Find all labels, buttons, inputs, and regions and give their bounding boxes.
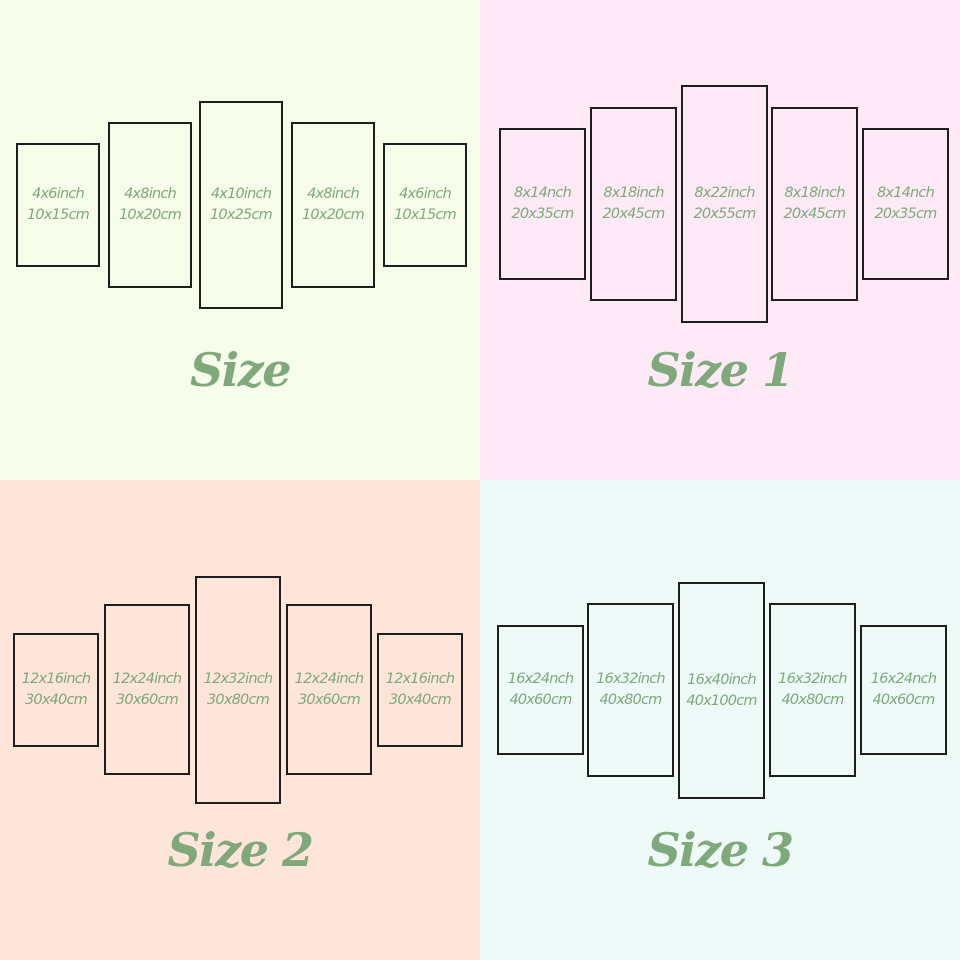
- panel-size-inch: 12x32inch: [203, 671, 273, 687]
- panel-size-inch: 8x14nch: [513, 185, 572, 201]
- canvas-panel: 8x22inch 20x55cm: [681, 85, 768, 323]
- canvas-panel: 12x24inch 30x60cm: [286, 604, 372, 775]
- canvas-panel: 12x16inch 30x40cm: [13, 633, 99, 747]
- panel-size-inch: 16x24nch: [870, 671, 937, 687]
- panel-dimensions: 16x40inch 40x100cm: [686, 670, 757, 712]
- panel-size-cm: 40x60cm: [509, 692, 573, 708]
- size-option-title: Size 1: [647, 343, 794, 397]
- canvas-panel: 4x8inch 10x20cm: [291, 122, 375, 288]
- panel-size-inch: 4x8inch: [307, 186, 360, 202]
- panel-size-cm: 40x80cm: [599, 692, 663, 708]
- canvas-panel: 4x6inch 10x15cm: [16, 143, 100, 267]
- panel-size-inch: 4x6inch: [399, 186, 452, 202]
- panel-size-cm: 10x20cm: [119, 207, 182, 223]
- panel-size-cm: 40x100cm: [686, 692, 757, 709]
- panel-dimensions: 8x14nch 20x35cm: [511, 183, 575, 225]
- panel-size-inch: 16x40inch: [687, 671, 756, 688]
- panel-size-cm: 10x25cm: [210, 207, 273, 223]
- canvas-panel: 8x18inch 20x45cm: [590, 107, 677, 301]
- panel-dimensions: 4x6inch 10x15cm: [27, 184, 90, 226]
- panel-dimensions: 12x16inch 30x40cm: [22, 669, 91, 711]
- panel-dimensions: 12x32inch 30x80cm: [204, 669, 273, 711]
- canvas-panel: 4x10inch 10x25cm: [199, 101, 283, 309]
- size-option-card[interactable]: 12x16inch 30x40cm 12x24inch 30x60cm 12x3…: [0, 480, 480, 960]
- panel-size-cm: 30x40cm: [25, 692, 88, 708]
- panel-size-inch: 16x32inch: [596, 671, 665, 687]
- canvas-panel: 16x24nch 40x60cm: [497, 625, 584, 755]
- panel-size-inch: 12x24inch: [112, 670, 182, 687]
- panel-dimensions: 4x10inch 10x25cm: [210, 184, 273, 226]
- canvas-panel: 8x14nch 20x35cm: [862, 128, 949, 280]
- canvas-panel: 8x18inch 20x45cm: [771, 107, 858, 301]
- panel-size-cm: 20x35cm: [511, 206, 575, 222]
- panel-size-cm: 40x60cm: [872, 692, 936, 708]
- panel-size-cm: 20x35cm: [874, 206, 938, 222]
- panel-size-inch: 4x6inch: [32, 186, 85, 202]
- canvas-panel: 4x8inch 10x20cm: [108, 122, 192, 288]
- panel-dimensions: 16x24nch 40x60cm: [507, 669, 574, 711]
- panel-size-cm: 40x80cm: [781, 692, 845, 708]
- panel-size-inch: 8x14nch: [876, 185, 935, 201]
- size-option-card[interactable]: 16x24nch 40x60cm 16x32inch 40x80cm 16x40…: [480, 480, 960, 960]
- canvas-panel: 16x32inch 40x80cm: [769, 603, 856, 777]
- panel-dimensions: 12x16inch 30x40cm: [386, 669, 455, 711]
- panel-size-inch: 12x24inch: [294, 670, 364, 687]
- canvas-panel: 16x32inch 40x80cm: [587, 603, 674, 777]
- canvas-panel: 12x32inch 30x80cm: [195, 576, 281, 804]
- panel-size-inch: 8x22inch: [694, 185, 755, 201]
- panel-dimensions: 8x14nch 20x35cm: [874, 183, 938, 225]
- panel-size-inch: 16x24nch: [507, 671, 574, 687]
- panel-size-cm: 30x80cm: [207, 692, 270, 708]
- panel-dimensions: 8x18inch 20x45cm: [602, 183, 666, 225]
- panel-dimensions: 12x24inch 30x60cm: [113, 669, 182, 711]
- panel-dimensions: 4x8inch 10x20cm: [119, 184, 182, 226]
- panel-dimensions: 8x22inch 20x55cm: [693, 183, 757, 225]
- panel-dimensions: 16x32inch 40x80cm: [596, 669, 665, 711]
- panel-dimensions: 4x8inch 10x20cm: [302, 184, 365, 226]
- panel-size-inch: 16x32inch: [778, 671, 847, 687]
- panel-size-cm: 20x45cm: [602, 206, 666, 222]
- panel-dimensions: 16x24nch 40x60cm: [870, 669, 937, 711]
- panel-size-cm: 30x60cm: [116, 691, 179, 708]
- panel-size-inch: 4x8inch: [124, 186, 177, 202]
- canvas-panel: 8x14nch 20x35cm: [499, 128, 586, 280]
- panel-size-cm: 20x45cm: [783, 206, 847, 222]
- panel-dimensions: 16x32inch 40x80cm: [778, 669, 847, 711]
- panel-size-cm: 30x60cm: [298, 691, 361, 708]
- panel-size-inch: 12x16inch: [385, 671, 455, 687]
- panel-size-inch: 4x10inch: [210, 186, 272, 202]
- size-option-card[interactable]: 4x6inch 10x15cm 4x8inch 10x20cm 4x10inch…: [0, 0, 480, 480]
- size-option-title: Size 3: [647, 823, 794, 877]
- panel-dimensions: 8x18inch 20x45cm: [783, 183, 847, 225]
- size-option-title: Size 2: [167, 823, 314, 877]
- panel-size-inch: 8x18inch: [603, 185, 664, 201]
- canvas-panel: 16x24nch 40x60cm: [860, 625, 947, 755]
- panel-dimensions: 4x6inch 10x15cm: [394, 184, 457, 226]
- panel-size-cm: 10x15cm: [27, 207, 90, 223]
- canvas-panel: 16x40inch 40x100cm: [678, 582, 765, 799]
- panel-size-inch: 8x18inch: [784, 185, 845, 201]
- panel-size-cm: 10x15cm: [394, 207, 457, 223]
- panel-size-cm: 20x55cm: [693, 206, 757, 222]
- panel-size-cm: 30x40cm: [389, 692, 452, 708]
- canvas-panel: 12x24inch 30x60cm: [104, 604, 190, 775]
- canvas-panel: 4x6inch 10x15cm: [383, 143, 467, 267]
- size-option-card[interactable]: 8x14nch 20x35cm 8x18inch 20x45cm 8x22inc…: [480, 0, 960, 480]
- panel-size-cm: 10x20cm: [302, 207, 365, 223]
- size-option-title: Size: [189, 343, 292, 397]
- panel-size-inch: 12x16inch: [21, 671, 91, 687]
- canvas-panel: 12x16inch 30x40cm: [377, 633, 463, 747]
- panel-dimensions: 12x24inch 30x60cm: [295, 669, 364, 711]
